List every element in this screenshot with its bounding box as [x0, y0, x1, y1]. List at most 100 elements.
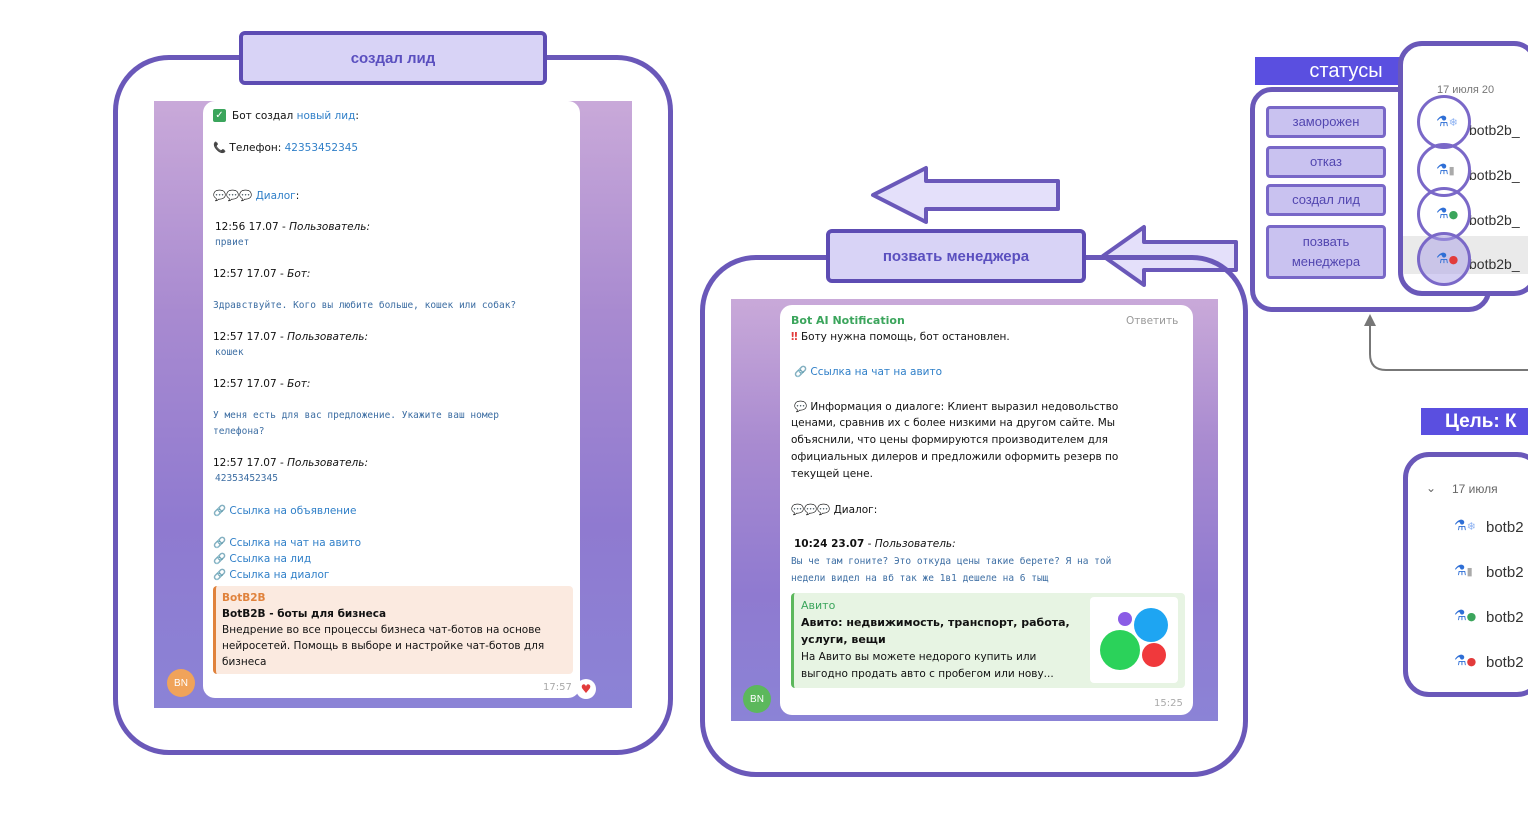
timestamp: 12:57 17.07: [213, 378, 277, 390]
message-time: 17:57: [543, 682, 572, 693]
row-text: botb2b_: [1469, 256, 1520, 272]
status-icon-ring: [1417, 232, 1471, 286]
label-created-lead: создал лид: [239, 31, 547, 85]
row-text: botb2b_: [1469, 167, 1520, 183]
link-icon: 🔗: [213, 553, 227, 565]
date-label: 17 июля: [1452, 482, 1498, 496]
role-user: Пользователь:: [287, 457, 368, 469]
role-user: Пользователь:: [874, 538, 956, 550]
preview-title: услуги, вещи: [801, 633, 886, 646]
link-dialog[interactable]: Ссылка на диалог: [229, 569, 330, 581]
date-label: 17 июля 20: [1437, 84, 1495, 96]
link-preview-card[interactable]: Авито Авито: недвижимость, транспорт, ра…: [791, 593, 1185, 688]
role-bot: Бот:: [287, 378, 311, 390]
refused-flask-icon: ⚗▮: [1436, 162, 1455, 178]
link-lead[interactable]: Ссылка на лид: [229, 553, 312, 565]
preview-desc: бизнеса: [222, 656, 267, 668]
info-text: текущей цене.: [791, 468, 873, 480]
info-text: ценами, сравнив их с более низкими на др…: [791, 417, 1116, 429]
role-user: Пользователь:: [289, 221, 370, 233]
status-call-manager[interactable]: позвать менеджера: [1266, 225, 1386, 279]
arrow-left-icon: [871, 166, 1060, 224]
notification-bubble: Bot AI Notification Ответить ‼ Боту нужн…: [780, 305, 1193, 715]
message-text: првиет: [215, 237, 250, 248]
timestamp: 12:57 17.07: [213, 268, 277, 280]
preview-desc: выгодно продать авто с пробегом или нову…: [801, 668, 1054, 680]
message-text: 42353452345: [215, 473, 278, 484]
timestamp: 12:57 17.07: [213, 457, 277, 469]
preview-site: BotB2B: [222, 592, 266, 604]
link-preview-card[interactable]: BotB2B BotB2B - боты для бизнеса Внедрен…: [213, 586, 573, 674]
refused-flask-icon: ⚗▮: [1454, 563, 1473, 579]
chevron-down-icon[interactable]: ⌄: [1426, 481, 1437, 495]
message-text: У меня есть для вас предложение. Укажите…: [213, 410, 499, 421]
row-text: botb2b_: [1469, 122, 1520, 138]
preview-desc: нейросетей. Помощь в выборе и настройке …: [222, 640, 545, 652]
phone-link[interactable]: 42353452345: [284, 142, 359, 154]
sender-name: Bot AI Notification: [791, 314, 905, 327]
speech-bubble-icon: 💬: [794, 401, 808, 413]
row-text: botb2: [1486, 564, 1524, 581]
row-text: botb2: [1486, 609, 1524, 626]
message-text: Здравствуйте. Кого вы любите больше, кош…: [213, 300, 517, 311]
goal-header: Цель: К: [1421, 408, 1528, 435]
preview-desc: На Авито вы можете недорого купить или: [801, 651, 1037, 663]
avito-logo-icon: [1090, 597, 1178, 683]
info-text: Информация о диалоге: Клиент выразил нед…: [810, 401, 1119, 413]
alert-text: Боту нужна помощь, бот остановлен.: [800, 331, 1010, 343]
colon: :: [355, 110, 359, 122]
lead-flask-icon: ⚗●: [1454, 608, 1477, 624]
preview-desc: Внедрение во все процессы бизнеса чат-бо…: [222, 624, 541, 636]
avatar: BN: [167, 669, 195, 697]
message-bubble: ✓ Бот создал новый лид: 📞 Телефон: 42353…: [203, 101, 580, 698]
message-text: недели видел на вб так же 1в1 дешеле на …: [791, 573, 1049, 584]
message-text: кошек: [215, 347, 244, 358]
manager-flask-icon: ⚗●: [1436, 251, 1459, 267]
status-created-lead[interactable]: создал лид: [1266, 184, 1386, 216]
chat-background-1: BN ✓ Бот создал новый лид: 📞 Телефон: 42…: [154, 101, 632, 708]
goal-list-screenshot: ⌄17 июля ⚗❄ botb2 ⚗▮ botb2 ⚗● botb2 ⚗● b…: [1403, 452, 1528, 697]
info-text: объяснили, что цены формируются производ…: [791, 434, 1108, 446]
info-text: официальных дилеров и предложили оформит…: [791, 451, 1119, 463]
preview-title: BotB2B - боты для бизнеса: [222, 608, 387, 620]
return-arrow-icon: [1364, 314, 1528, 371]
link-ad[interactable]: Ссылка на объявление: [229, 505, 357, 517]
avatar: BN: [743, 685, 771, 713]
preview-title: Авито: недвижимость, транспорт, работа,: [801, 616, 1070, 629]
link-icon: 🔗: [213, 569, 227, 581]
status-refused[interactable]: отказ: [1266, 146, 1386, 178]
message-text: телефона?: [213, 426, 265, 437]
timestamp: 12:57 17.07: [213, 331, 277, 343]
reply-button[interactable]: Ответить: [1126, 315, 1179, 327]
row-text: botb2b_: [1469, 212, 1520, 228]
speech-bubbles-icon: 💬💬💬: [791, 504, 831, 516]
link-avito-chat[interactable]: Ссылка на чат на авито: [810, 366, 942, 378]
link-icon: 🔗: [794, 366, 808, 378]
row-text: botb2: [1486, 519, 1524, 536]
phone-label: Телефон:: [229, 142, 282, 154]
new-lead-link[interactable]: новый лид: [296, 110, 356, 122]
message-time: 15:25: [1154, 698, 1183, 709]
chat-background-2: BN Bot AI Notification Ответить ‼ Боту н…: [731, 299, 1218, 721]
dialog-label: Диалог:: [833, 504, 878, 516]
link-icon: 🔗: [213, 505, 227, 517]
heart-reaction-icon[interactable]: ♥: [576, 679, 596, 699]
status-frozen[interactable]: заморожен: [1266, 106, 1386, 138]
role-bot: Бот:: [287, 268, 311, 280]
timestamp: 10:24 23.07: [794, 538, 865, 550]
frozen-flask-icon: ⚗❄: [1436, 114, 1458, 130]
dialog-link[interactable]: Диалог: [255, 190, 296, 202]
phone-icon: 📞: [213, 142, 227, 154]
check-icon: ✓: [213, 109, 226, 122]
label-call-manager: позвать менеджера: [826, 229, 1086, 283]
preview-site: Авито: [801, 599, 836, 612]
message-text: Вы че там гоните? Это откуда цены такие …: [791, 556, 1112, 567]
row-text: botb2: [1486, 654, 1524, 671]
lead-flask-icon: ⚗●: [1436, 206, 1459, 222]
link-avito-chat[interactable]: Ссылка на чат на авито: [229, 537, 361, 549]
role-user: Пользователь:: [287, 331, 368, 343]
timestamp: 12:56 17.07: [215, 221, 279, 233]
link-icon: 🔗: [213, 537, 227, 549]
bot-created-text: Бот создал: [232, 110, 294, 122]
frozen-flask-icon: ⚗❄: [1454, 518, 1476, 534]
